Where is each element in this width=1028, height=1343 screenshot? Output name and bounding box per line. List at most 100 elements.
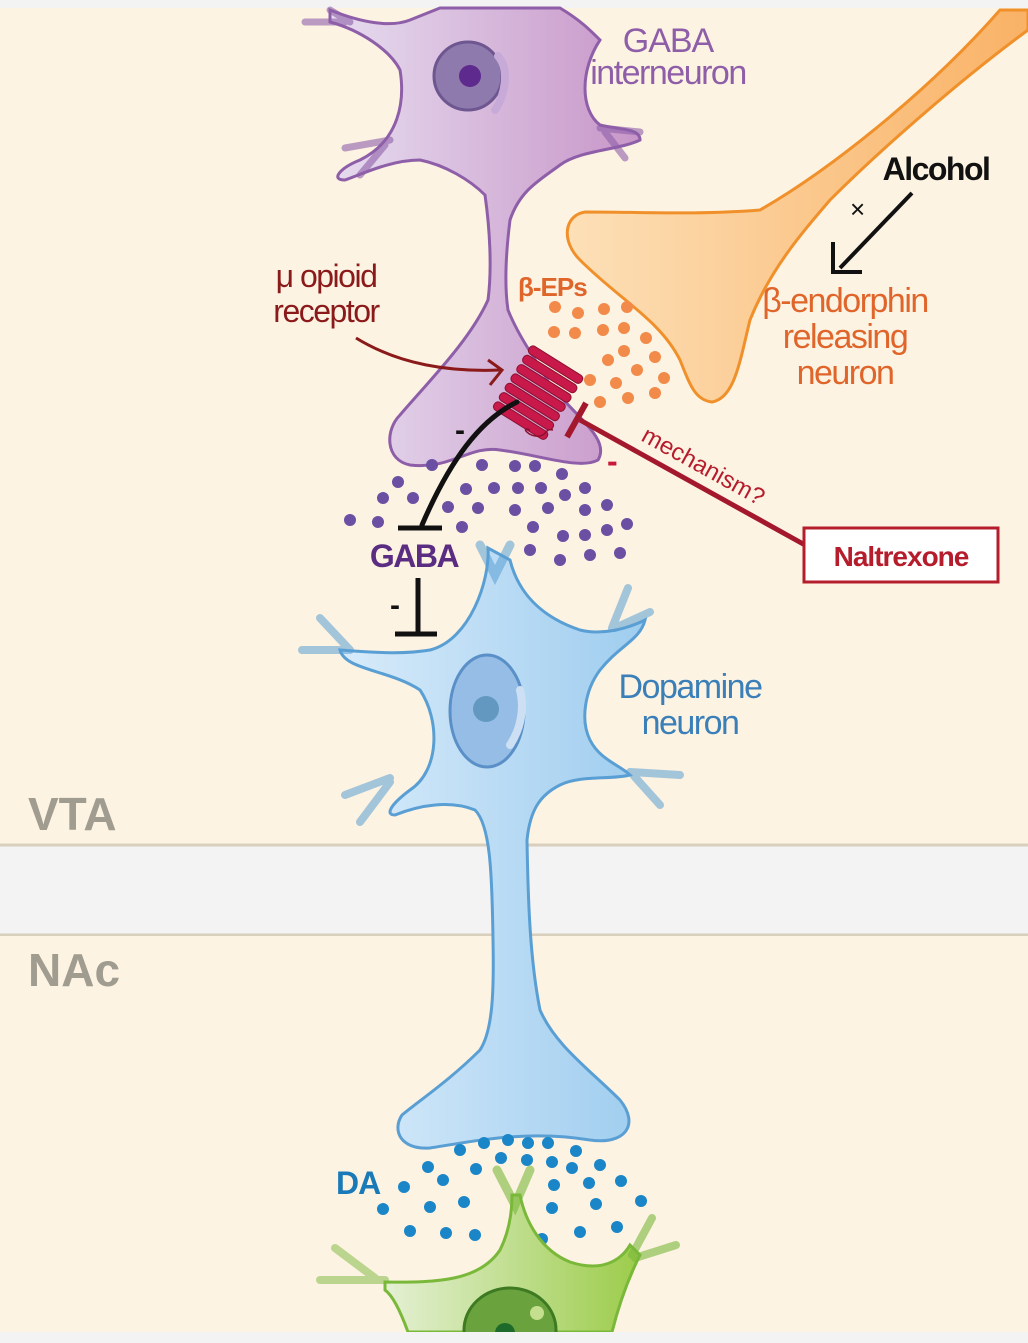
gaba-dot bbox=[621, 518, 633, 530]
gaba-dot bbox=[601, 499, 613, 511]
gaba-dot bbox=[542, 502, 554, 514]
gaba-dot bbox=[460, 483, 472, 495]
da-dot bbox=[522, 1137, 534, 1149]
dopamine-neuron bbox=[298, 540, 684, 1150]
beta-ep-dot bbox=[640, 332, 652, 344]
nac-dendrite-1 bbox=[492, 1165, 535, 1216]
beta-ep-dots bbox=[548, 301, 670, 408]
gaba-dot bbox=[372, 516, 384, 528]
beta-ep-dot bbox=[598, 303, 610, 315]
beta-endorphin-neuron bbox=[565, 8, 1028, 404]
gaba-dot bbox=[509, 504, 521, 516]
gaba-dot bbox=[442, 501, 454, 513]
da-dot bbox=[424, 1201, 436, 1213]
gaba-dot bbox=[559, 489, 571, 501]
receptor-helix bbox=[527, 345, 584, 384]
beta-ep-dot bbox=[602, 354, 614, 366]
gaba-dendrite-3 bbox=[596, 124, 644, 162]
dopamine-dendrite-4 bbox=[341, 774, 394, 826]
gaba-dot bbox=[344, 514, 356, 526]
alcohol-arrow bbox=[831, 191, 914, 274]
da-dot bbox=[574, 1226, 586, 1238]
da-dot bbox=[502, 1134, 514, 1146]
beta-ep-dot bbox=[549, 301, 561, 313]
da-dot bbox=[546, 1202, 558, 1214]
da-dot bbox=[611, 1221, 623, 1233]
receptor-helix bbox=[504, 382, 560, 422]
mu-opioid-pointer-arrow bbox=[355, 336, 501, 372]
beta-ep-dot bbox=[618, 345, 630, 357]
da-dot bbox=[566, 1162, 578, 1174]
gaba-dot bbox=[614, 547, 626, 559]
da-dot bbox=[495, 1152, 507, 1164]
da-dot bbox=[458, 1196, 470, 1208]
beta-ep-dot bbox=[658, 372, 670, 384]
minus-sign-gaba-dopamine: - bbox=[390, 589, 400, 622]
da-dots bbox=[377, 1134, 647, 1245]
gaba-dot bbox=[601, 524, 613, 536]
gaba-dot bbox=[529, 460, 541, 472]
dopamine-dendrite-2 bbox=[298, 614, 354, 654]
nac-neuron-body bbox=[383, 1193, 642, 1334]
beta-ep-dot bbox=[610, 377, 622, 389]
bottom-edge bbox=[0, 1332, 1028, 1338]
gaba-dot bbox=[488, 482, 500, 494]
gaba-dot bbox=[524, 544, 536, 556]
gaba-dot bbox=[392, 476, 404, 488]
gaba-dot bbox=[407, 492, 419, 504]
dopamine-neuron-label-line2: neuron bbox=[642, 704, 739, 742]
gaba-dot bbox=[579, 504, 591, 516]
beta-ep-dot bbox=[649, 351, 661, 363]
dopamine-neuron-label-line1: Dopamine bbox=[619, 668, 763, 706]
da-dot bbox=[470, 1163, 482, 1175]
beta-ep-dot bbox=[618, 322, 630, 334]
dopamine-dendrite-3 bbox=[608, 584, 654, 632]
beta-ep-dot bbox=[649, 387, 661, 399]
gaba-nucleus-highlight bbox=[491, 52, 509, 114]
alcohol-effect-symbol: × bbox=[850, 194, 865, 224]
mu-opioid-receptor-label-line1: μ opioid bbox=[276, 258, 377, 294]
alcohol-arrow-head bbox=[831, 242, 862, 274]
receptor-helix bbox=[516, 364, 572, 403]
da-dot bbox=[422, 1161, 434, 1173]
receptor-helix bbox=[522, 354, 578, 394]
alcohol-label: Alcohol bbox=[883, 151, 990, 187]
gaba-dendrite-2 bbox=[341, 136, 394, 179]
da-label: DA bbox=[336, 1165, 381, 1201]
alcohol-arrow-shaft bbox=[838, 191, 914, 270]
da-dot bbox=[548, 1179, 560, 1191]
receptor-tail bbox=[524, 428, 554, 437]
gaba-label: GABA bbox=[370, 538, 460, 574]
da-dot bbox=[590, 1198, 602, 1210]
beta-endorphin-label-line1: β-endorphin bbox=[762, 282, 928, 320]
dopamine-neuron-body bbox=[338, 545, 648, 1150]
region-label-nac: NAc bbox=[28, 944, 120, 996]
nac-dendrite-3 bbox=[628, 1214, 680, 1262]
gaba-interneuron-label-line1: GABA bbox=[623, 22, 715, 60]
gaba-interneuron bbox=[301, 6, 644, 468]
gaba-dot bbox=[554, 554, 566, 566]
mu-opioid-receptor-label-line2: receptor bbox=[273, 293, 380, 329]
receptor-helix bbox=[492, 401, 549, 440]
gaba-dots bbox=[344, 459, 633, 566]
beta-ep-dot bbox=[597, 324, 609, 336]
da-dot bbox=[570, 1145, 582, 1157]
da-dot bbox=[437, 1174, 449, 1186]
da-dot bbox=[469, 1229, 481, 1241]
nac-dendrite-2 bbox=[316, 1244, 389, 1284]
gaba-dot bbox=[579, 482, 591, 494]
beta-ep-dot bbox=[548, 326, 560, 338]
naltrexone-label: Naltrexone bbox=[834, 541, 969, 572]
beta-eps-label: β-EPs bbox=[518, 272, 587, 302]
da-dot bbox=[521, 1154, 533, 1166]
dopamine-dendrite-5 bbox=[626, 768, 684, 809]
naltrexone-inhibits-receptor-line bbox=[578, 417, 807, 548]
gaba-interneuron-label-line2: interneuron bbox=[590, 54, 746, 92]
da-dot bbox=[478, 1137, 490, 1149]
dopamine-nucleus-highlight bbox=[506, 686, 526, 749]
da-dot bbox=[594, 1159, 606, 1171]
gaba-dot bbox=[557, 530, 569, 542]
gaba-dot bbox=[527, 521, 539, 533]
beta-ep-dot bbox=[569, 327, 581, 339]
